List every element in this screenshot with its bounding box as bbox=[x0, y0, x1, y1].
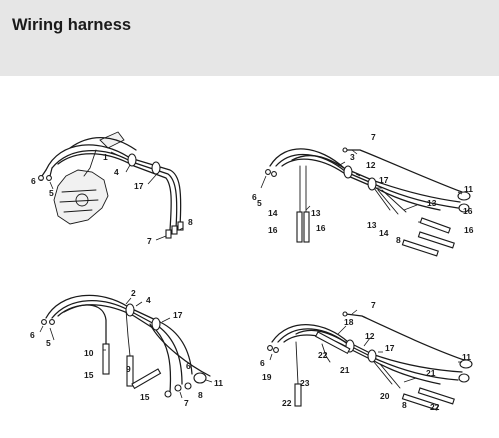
callout: 14 bbox=[268, 208, 278, 218]
callout: 17 bbox=[379, 175, 389, 185]
callouts: 1 4 6 5 17 8 7 7 3 12 6 5 17 11 13 16 14… bbox=[30, 132, 474, 412]
callout: 13 bbox=[427, 198, 437, 208]
harness-view-bottom-left bbox=[39, 294, 213, 399]
callout: 6 bbox=[31, 176, 36, 186]
callout: 17 bbox=[134, 181, 144, 191]
callout: 13 bbox=[311, 208, 321, 218]
callout: 5 bbox=[257, 198, 262, 208]
callout: 6 bbox=[260, 358, 265, 368]
callout: 15 bbox=[140, 392, 150, 402]
callout: 20 bbox=[380, 391, 390, 401]
harness-view-top-left bbox=[38, 131, 184, 241]
grommets bbox=[125, 303, 161, 331]
callout: 3 bbox=[350, 152, 355, 162]
wire-terminals bbox=[38, 167, 184, 239]
insulating-sleeves bbox=[294, 331, 455, 411]
grommets bbox=[127, 153, 161, 175]
callout: 21 bbox=[340, 365, 350, 375]
callout: 13 bbox=[367, 220, 377, 230]
callout: 4 bbox=[114, 167, 119, 177]
harness-wires bbox=[269, 148, 463, 215]
callout: 4 bbox=[146, 295, 151, 305]
callout: 14 bbox=[379, 228, 389, 238]
callout: 12 bbox=[365, 331, 375, 341]
callout: 5 bbox=[46, 338, 51, 348]
header-bar: Wiring harness bbox=[0, 0, 499, 76]
callout: 16 bbox=[464, 225, 474, 235]
callout: 17 bbox=[173, 310, 183, 320]
harness-wires bbox=[45, 294, 211, 393]
callout: 8 bbox=[198, 390, 203, 400]
harness-view-bottom-right bbox=[267, 309, 473, 411]
callout: 22 bbox=[430, 402, 440, 412]
wire-terminals bbox=[265, 147, 471, 213]
callout: 10 bbox=[84, 348, 94, 358]
callout: 12 bbox=[366, 160, 376, 170]
callout: 7 bbox=[371, 300, 376, 310]
callout: 16 bbox=[268, 225, 278, 235]
callout: 8 bbox=[396, 235, 401, 245]
callout: 18 bbox=[344, 317, 354, 327]
callout: 16 bbox=[316, 223, 326, 233]
callout: 7 bbox=[184, 398, 189, 408]
wire-terminals bbox=[41, 319, 207, 398]
wiring-harness-diagram: 1 4 6 5 17 8 7 7 3 12 6 5 17 11 13 16 14… bbox=[30, 131, 474, 412]
callout: 1 bbox=[103, 152, 108, 162]
callout: 6 bbox=[30, 330, 35, 340]
grommets bbox=[343, 165, 377, 191]
callout: 8 bbox=[402, 400, 407, 410]
callout: 5 bbox=[49, 188, 54, 198]
callout: 2 bbox=[131, 288, 136, 298]
callout: 11 bbox=[464, 184, 473, 194]
callout: 21 bbox=[426, 368, 436, 378]
callout: 8 bbox=[188, 217, 193, 227]
callout: 16 bbox=[463, 206, 473, 216]
callout: 17 bbox=[385, 343, 395, 353]
insulating-sleeves bbox=[102, 343, 162, 390]
callout: 6 bbox=[186, 361, 191, 371]
callout: 19 bbox=[262, 372, 272, 382]
harness-wires bbox=[271, 313, 465, 389]
engine-housing bbox=[53, 131, 125, 225]
callout: 11 bbox=[462, 352, 471, 362]
callout: 6 bbox=[252, 192, 257, 202]
callout: 9 bbox=[126, 364, 131, 374]
callout: 7 bbox=[147, 236, 152, 246]
callout: 7 bbox=[371, 132, 376, 142]
wire-terminals bbox=[267, 311, 473, 383]
page-title: Wiring harness bbox=[12, 16, 132, 34]
insulating-sleeves bbox=[296, 211, 455, 257]
callout: 15 bbox=[84, 370, 94, 380]
harness-view-top-right bbox=[260, 147, 471, 257]
callout: 23 bbox=[300, 378, 310, 388]
callout: 22 bbox=[318, 350, 328, 360]
callout: 22 bbox=[282, 398, 292, 408]
callout: 11 bbox=[214, 378, 223, 388]
